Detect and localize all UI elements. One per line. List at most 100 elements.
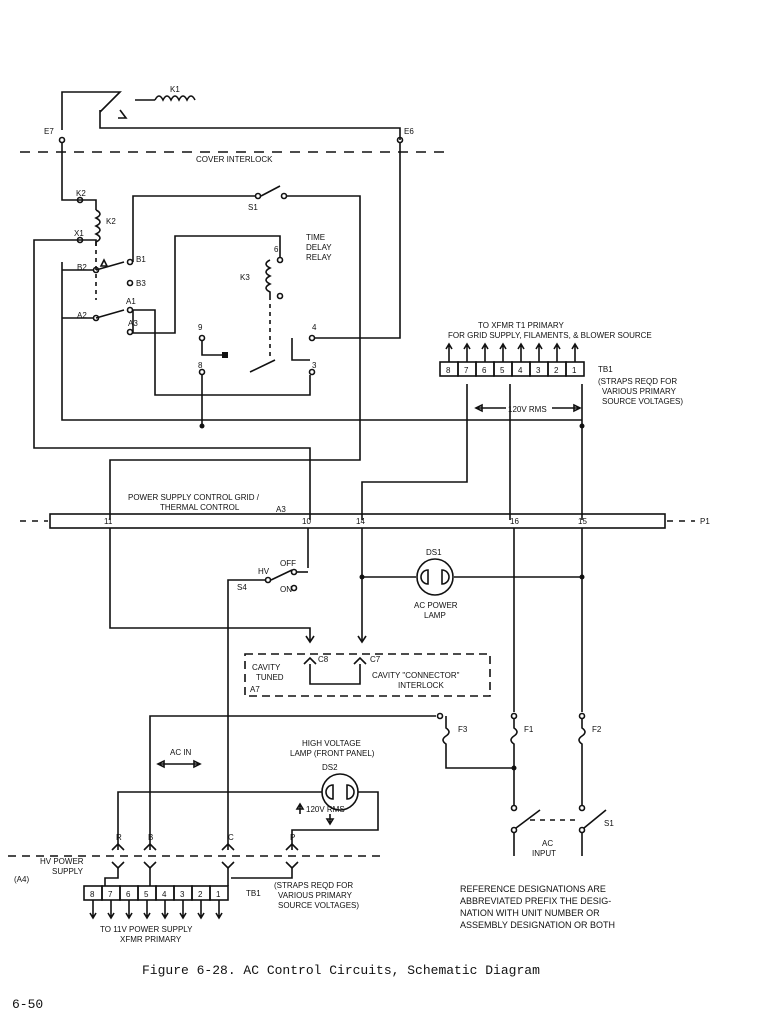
figure-caption: Figure 6-28. AC Control Circuits, Schema… [142,963,540,978]
terminal-arrow [125,900,133,920]
ref-note-2: ABBREVIATED PREFIX THE DESIG- [460,896,611,906]
c8-label: C8 [318,655,329,664]
terminal-arrow [445,342,453,362]
ac-power-label-1: AC POWER [414,601,458,610]
b1-label: B1 [136,255,146,264]
terminal-number: 1 [572,366,577,375]
ds1-label: DS1 [426,548,442,557]
terminal-arrow [463,342,471,362]
pin-p-label: P [290,833,295,842]
cover-interlock-label: COVER INTERLOCK [196,155,273,164]
terminal-number: 7 [108,890,113,899]
straps-top-3: SOURCE VOLTAGES) [602,397,683,406]
s1-top-label: S1 [248,203,258,212]
x1-label: X1 [74,229,84,238]
f2-label: F2 [592,725,602,734]
s4-label: S4 [237,583,247,592]
k2-coil [94,209,101,246]
s1-bottom-label: S1 [604,819,614,828]
tdr-label-2: DELAY [306,243,332,252]
terminal-number: 5 [144,890,149,899]
terminal-arrow [179,900,187,920]
straps-bottom-3: SOURCE VOLTAGES) [278,901,359,910]
terminal-number: 2 [198,890,203,899]
ac-input-label-2: INPUT [532,849,556,858]
f3-label: F3 [458,725,468,734]
hvl-label-2: LAMP (FRONT PANEL) [290,749,375,758]
terminal-arrow [571,342,579,362]
hvps-label-2: SUPPLY [52,867,84,876]
terminal-number: 6 [482,366,487,375]
rms-top-label: 120V RMS [508,405,547,414]
p1-label: P1 [700,517,710,526]
pin-15: 15 [578,517,587,526]
cavity-label-1: CAVITY [252,663,281,672]
ds2-label: DS2 [322,763,338,772]
p1-connector-bar [49,513,666,529]
hvps-label-1: HV POWER [40,857,84,866]
terminal-arrow [197,900,205,920]
xfmr-t1-label-1: TO XFMR T1 PRIMARY [478,321,564,330]
ds1-lamp [416,558,454,596]
terminal-arrow [143,900,151,920]
terminal-arrow [161,900,169,920]
straps-top-1: (STRAPS REQD FOR [598,377,677,386]
page-number: 6-50 [12,997,43,1012]
pin-r-label: R [116,833,122,842]
terminal-number: 3 [536,366,541,375]
ref-note-4: ASSEMBLY DESIGNATION OR BOTH [460,920,615,930]
k1-relay: K1 [61,85,401,140]
t3-label: 3 [312,361,317,370]
terminal-arrow [107,900,115,920]
terminal-arrow [89,900,97,920]
pin-11: 11 [104,517,113,526]
k3-coil [265,259,272,296]
pin-14: 14 [356,517,365,526]
terminal-number: 5 [500,366,505,375]
pin-b-label: B [148,833,153,842]
e6-label: E6 [404,127,414,136]
pin-16: 16 [510,517,519,526]
t4-label: 4 [312,323,317,332]
a7-box [244,653,491,697]
ref-note-1: REFERENCE DESIGNATIONS ARE [460,884,606,894]
terminal-number: 4 [518,366,523,375]
cavity-label-2: TUNED [256,673,284,682]
pin-10: 10 [302,517,311,526]
ac-power-label-2: LAMP [424,611,446,620]
k2-top-label: K2 [76,189,86,198]
terminal-arrow [499,342,507,362]
f1-label: F1 [524,725,534,734]
tb1-top-label: TB1 [598,365,613,374]
terminal-number: 1 [216,890,221,899]
e7-label: E7 [44,127,54,136]
straps-top-2: VARIOUS PRIMARY [602,387,677,396]
straps-bottom-1: (STRAPS REQD FOR [274,881,353,890]
terminal-arrow [517,342,525,362]
terminal-number: 3 [180,890,185,899]
straps-bottom-2: VARIOUS PRIMARY [278,891,353,900]
pin-c-label: C [228,833,234,842]
terminal-number: 8 [90,890,95,899]
hv-label: HV [258,567,270,576]
t6-label: 6 [274,245,279,254]
tb1-bottom-label: TB1 [246,889,261,898]
on-label: ON [280,585,292,594]
k2-coil-label: K2 [106,217,116,226]
terminal-number: 2 [554,366,559,375]
a1-label: A1 [126,297,136,306]
a2-label: A2 [77,311,87,320]
rms-bottom-label: 120V RMS [306,805,345,814]
off-label: OFF [280,559,296,568]
psc-label-1: POWER SUPPLY CONTROL GRID / [128,493,260,502]
tdr-label-3: RELAY [306,253,332,262]
psc-label-2: THERMAL CONTROL [160,503,240,512]
ac-input-label-1: AC [542,839,553,848]
hvxfmr-label-1: TO 11V POWER SUPPLY [100,925,193,934]
terminal-arrow [481,342,489,362]
hvl-label-1: HIGH VOLTAGE [302,739,361,748]
t9-label: 9 [198,323,203,332]
terminal-arrow [215,900,223,920]
